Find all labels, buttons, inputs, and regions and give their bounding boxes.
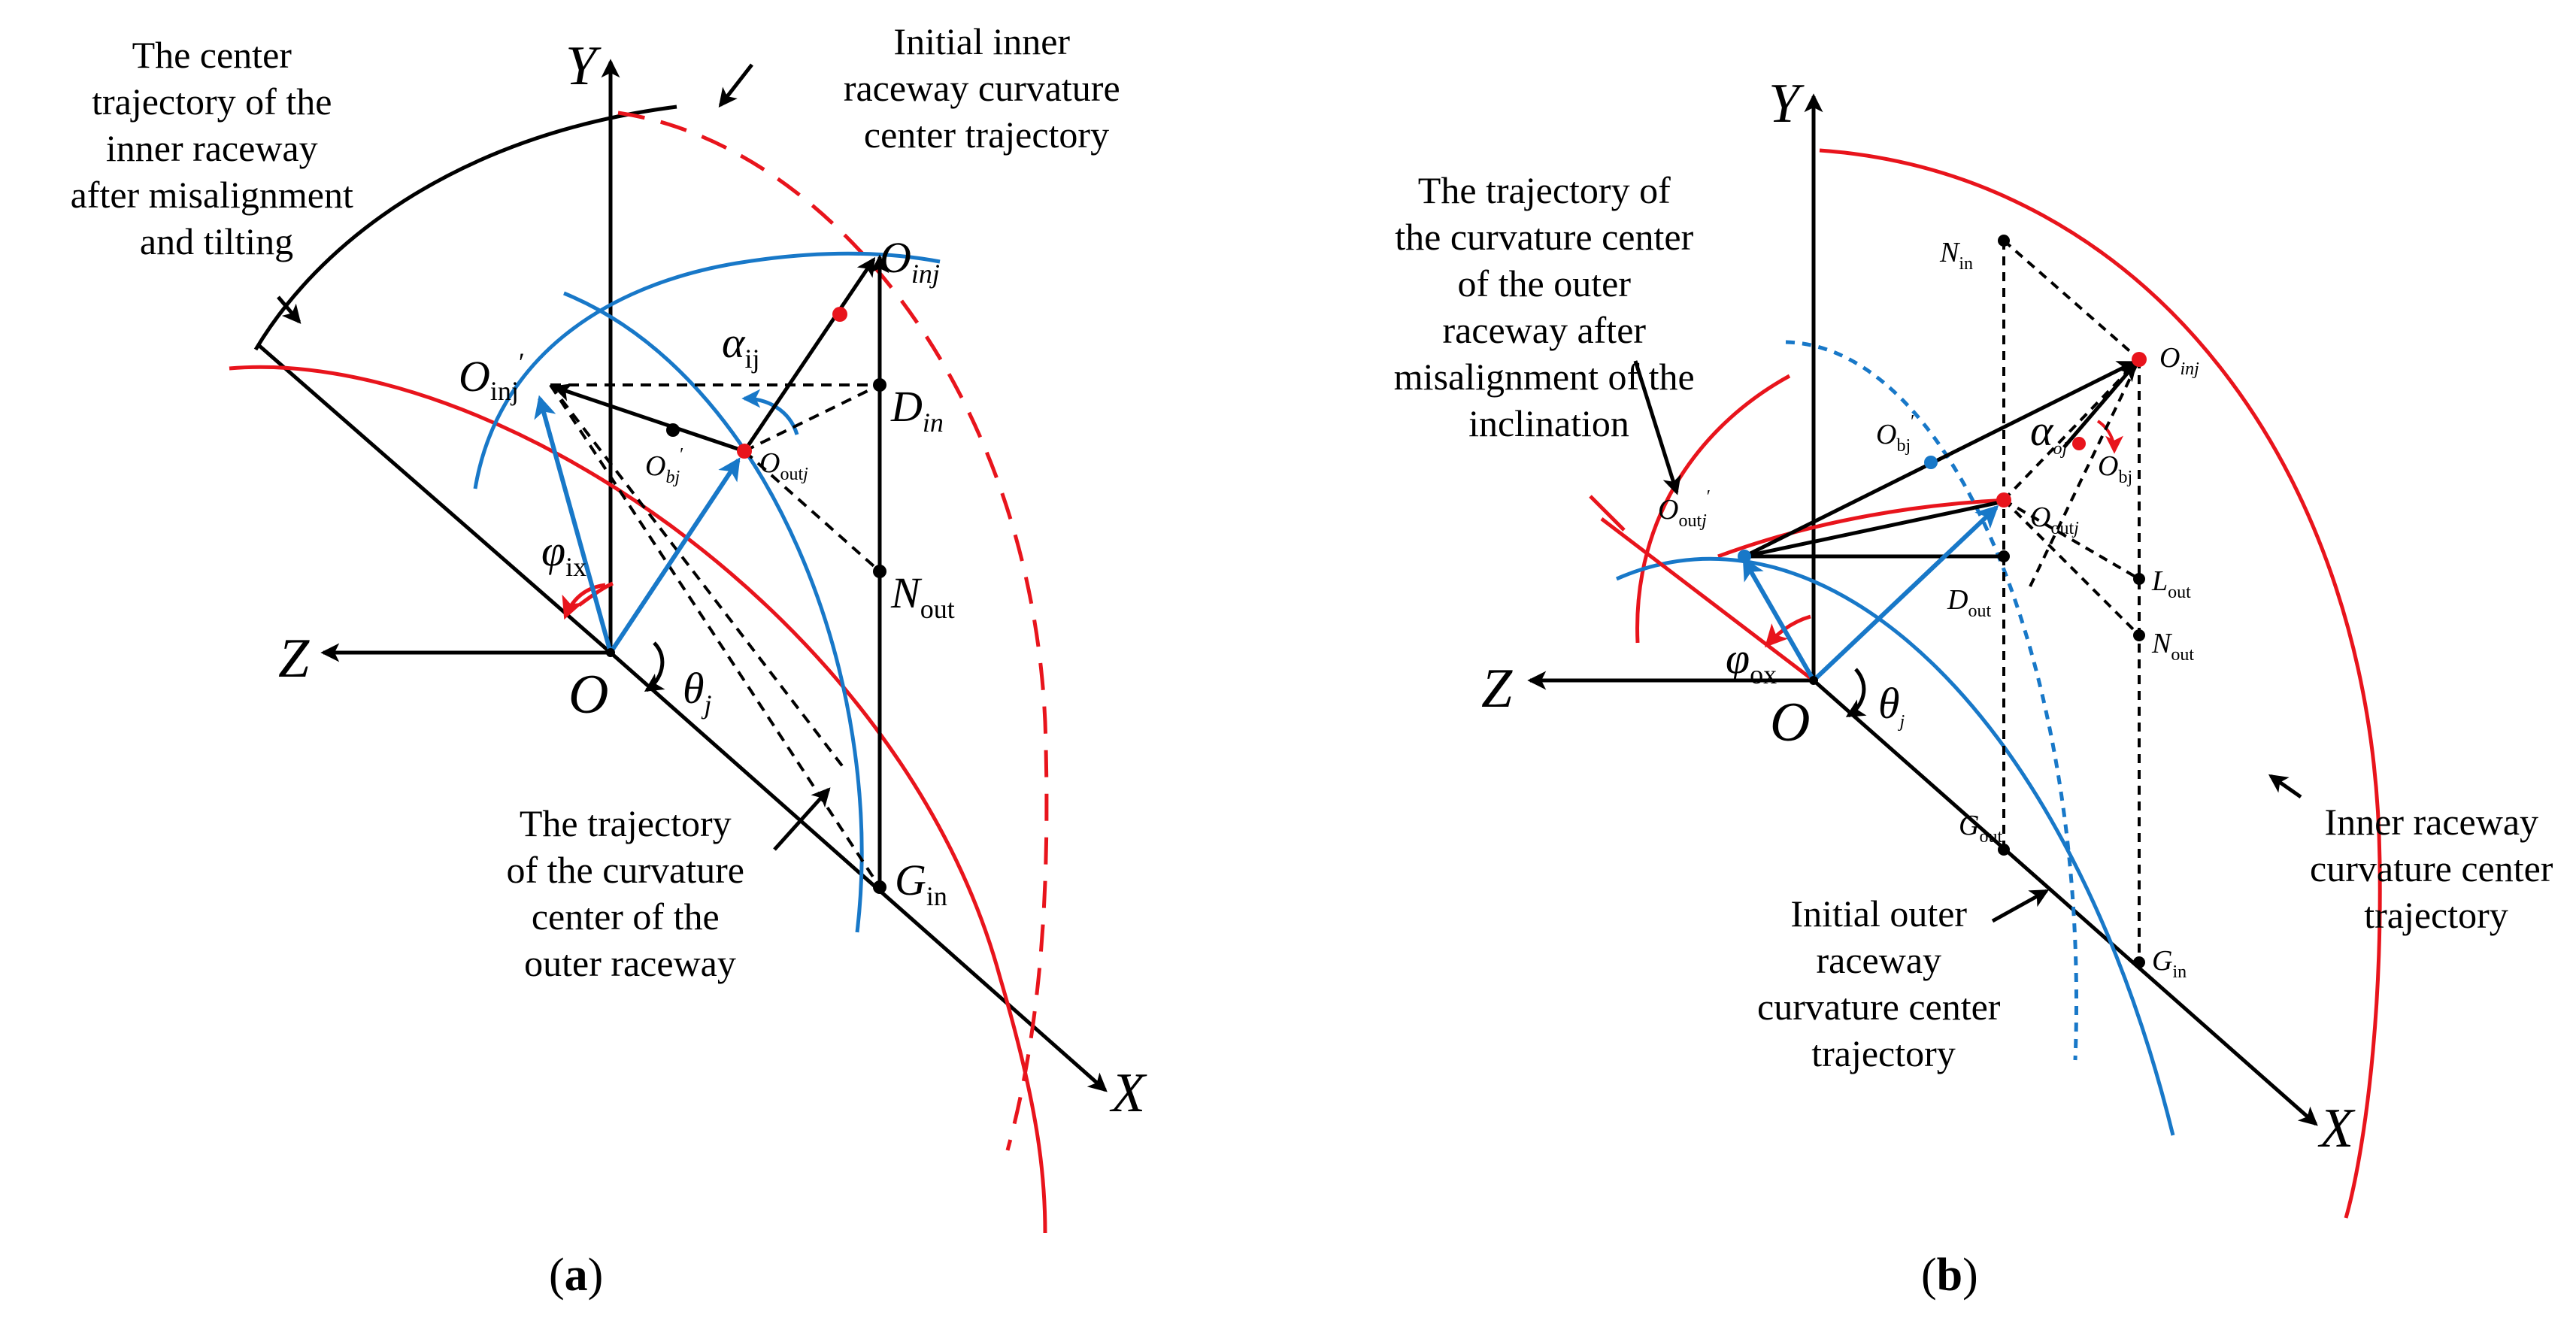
panel-a-blue-vectors xyxy=(534,395,741,654)
panel-a-initial-inner-trajectory xyxy=(617,111,1049,1151)
panel-a-label-obj-prime: Obj′ xyxy=(645,445,683,487)
panel-a-phi-arc-b xyxy=(577,581,614,607)
panel-a-label-din: Din xyxy=(890,382,944,438)
panel-a-label-phi: φix xyxy=(541,526,586,582)
panel-b-z-label: Z xyxy=(1481,658,1513,720)
panel-b-y-label: Y xyxy=(1768,73,1805,135)
panel-a-x-axis-back xyxy=(258,344,612,654)
panel-b-note-outer-after: The trajectory of the curvature center o… xyxy=(1394,169,1704,444)
panel-a-x-label: X xyxy=(1109,1062,1147,1124)
panel-a-label-alpha: αij xyxy=(722,318,759,374)
panel-a-label-oinj: Oinj xyxy=(880,233,940,289)
point-marker-icon xyxy=(606,648,615,657)
panel-b-label-oinj: Oinj xyxy=(2159,342,2199,379)
panel-a-solid-lines xyxy=(552,254,889,887)
point-marker-icon xyxy=(1738,550,1751,563)
point-marker-icon xyxy=(2072,437,2086,450)
panel-a-alpha-arc xyxy=(741,389,799,435)
panel-b-blue-vectors xyxy=(1742,504,1999,683)
panel-a-dashed-lines xyxy=(549,383,881,889)
panel-b-label-theta: θj xyxy=(1878,679,1905,732)
panel-b-label-lout: Lout xyxy=(2151,565,2191,602)
panel-a-blue-arc-upper xyxy=(473,251,941,489)
panel-a-phi-arc xyxy=(562,583,606,620)
panel-b-curves xyxy=(1589,148,2382,1219)
point-marker-icon xyxy=(873,378,886,392)
panel-b-label-obj: Obj xyxy=(2098,450,2132,487)
panel-b-x-axis xyxy=(1812,679,2318,1126)
panel-b-red-vector xyxy=(1600,517,1815,682)
panel-a-blue-arc-outer xyxy=(563,291,864,933)
panel-a-label-nout: Nout xyxy=(890,568,955,624)
panel-b-label-phi: φox xyxy=(1726,634,1777,689)
panel-b: Y Z X O Nin Oinj Obj′ αoj Obj Ooutj′ Oou… xyxy=(1394,73,2562,1301)
panel-b-label-dout: Dout xyxy=(1947,584,1991,621)
panel-a-label-ooutj: Ooutj xyxy=(759,447,808,484)
panel-a-points xyxy=(606,307,886,894)
panel-a-label-oinj-prime: Oinj′ xyxy=(459,347,525,406)
panel-a-label-theta: θj xyxy=(683,664,712,720)
point-marker-icon xyxy=(1998,844,2010,856)
panel-a-origin-label: O xyxy=(568,664,608,726)
panel-a-note-initial-inner: Initial inner raceway curvature center t… xyxy=(844,20,1129,156)
point-marker-icon xyxy=(873,880,886,894)
panel-b-note-initial-outer: Initial outer raceway curvature center t… xyxy=(1757,892,2010,1074)
point-marker-icon xyxy=(666,423,680,437)
panel-b-points xyxy=(1738,235,2147,968)
panel-b-blue-arc xyxy=(1615,556,2175,1136)
panel-a-label-gin: Gin xyxy=(895,856,947,911)
point-marker-icon xyxy=(1924,456,1938,469)
panel-a-axes xyxy=(258,59,1108,1092)
panel-b-inner-trajectory xyxy=(1819,148,2382,1219)
point-marker-icon xyxy=(2133,956,2145,968)
point-marker-icon xyxy=(832,307,847,322)
panel-b-label-gin: Gin xyxy=(2152,945,2187,982)
panel-a-note-inner-after: The center trajectory of the inner racew… xyxy=(71,34,363,262)
point-marker-icon xyxy=(2133,573,2145,585)
panel-a-y-label: Y xyxy=(565,35,602,97)
panel-b-label-alpha: αoj xyxy=(2030,406,2067,459)
panel-b-note-inner: Inner raceway curvature center trajector… xyxy=(2310,801,2562,936)
panel-b-label-nout: Nout xyxy=(2151,628,2194,665)
panel-b-origin-label: O xyxy=(1770,692,1810,753)
panel-b-label-obj-prime: Obj′ xyxy=(1876,412,1914,456)
panel-b-label-ooutj: Ooutj xyxy=(2030,501,2079,538)
panel-b-caption: (b) xyxy=(1921,1250,1978,1301)
point-marker-icon xyxy=(2132,352,2147,367)
panel-a-caption: (a) xyxy=(549,1250,603,1301)
point-marker-icon xyxy=(737,444,752,459)
point-marker-icon xyxy=(1998,235,2010,247)
point-marker-icon xyxy=(873,565,886,578)
point-marker-icon xyxy=(1809,676,1818,685)
point-marker-icon xyxy=(1998,550,2010,562)
panel-b-x-label: X xyxy=(2317,1098,2356,1159)
panel-b-solid-lines xyxy=(1743,360,2138,559)
panel-b-label-nin: Nin xyxy=(1939,237,1973,274)
point-marker-icon xyxy=(1996,492,2011,507)
panel-a-z-label: Z xyxy=(278,628,310,689)
panel-b-dashed-lines xyxy=(2002,239,2141,962)
point-marker-icon xyxy=(2133,629,2145,641)
panel-b-alpha-arc xyxy=(2096,420,2123,454)
panel-a-annotation-arrows xyxy=(277,63,831,851)
panel-a-red-inner-trajectory xyxy=(229,365,1047,1234)
panel-a: Y Z X O Oinj Oinj′ αij Din Obj′ Ooutj No… xyxy=(71,20,1147,1301)
panel-b-label-gout: Gout xyxy=(1959,810,2002,847)
panel-b-red-outer-after xyxy=(1589,495,1626,532)
panel-a-theta-arc xyxy=(644,641,665,692)
panel-b-theta-arc xyxy=(1845,668,1867,718)
panel-b-red-arc-inner xyxy=(1717,498,2008,559)
panel-b-annotation-arrows xyxy=(1633,360,2302,923)
panel-a-x-axis xyxy=(609,651,1108,1092)
panel-b-label-ooutj-prime: Ooutj′ xyxy=(1658,487,1711,531)
panel-a-curves xyxy=(229,105,1049,1234)
panel-a-note-outer: The trajectory of the curvature center o… xyxy=(506,802,753,984)
